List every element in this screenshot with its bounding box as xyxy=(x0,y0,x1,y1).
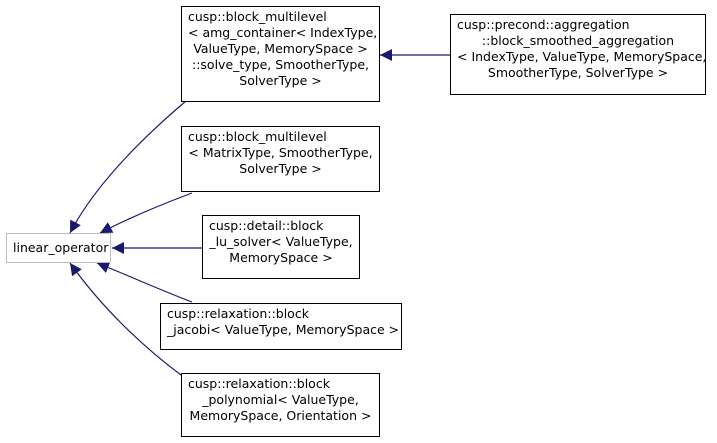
node-label-line: cusp::relaxation::block xyxy=(167,306,309,321)
node-block-multilevel-matrix[interactable]: cusp::block_multilevel< MatrixType, Smoo… xyxy=(181,126,380,192)
node-label-line: _polynomial< ValueType, xyxy=(202,392,359,407)
node-label-line: SolverType > xyxy=(239,161,322,176)
node-label-line: < IndexType, ValueType, MemorySpace, xyxy=(457,49,707,64)
node-label-line: cusp::detail::block xyxy=(209,218,324,233)
node-label-line: MemorySpace > xyxy=(229,250,333,265)
edge-block-multilevel-matrix-to-linear-operator xyxy=(99,192,193,234)
node-label-line: linear_operator xyxy=(13,240,109,255)
node-block-jacobi[interactable]: cusp::relaxation::block_jacobi< ValueTyp… xyxy=(160,303,402,350)
edge-block-polynomial-to-linear-operator xyxy=(69,262,186,379)
node-label-line: cusp::precond::aggregation xyxy=(457,17,630,32)
node-block-polynomial[interactable]: cusp::relaxation::block_polynomial< Valu… xyxy=(181,373,380,437)
edge-block-multilevel-amg-to-linear-operator xyxy=(69,100,187,234)
node-label-line: ::block_smoothed_aggregation xyxy=(481,33,675,48)
node-label-line: < MatrixType, SmootherType, xyxy=(188,145,373,160)
node-label-line: cusp::block_multilevel xyxy=(188,9,327,24)
node-label-line: SolverType > xyxy=(239,73,322,88)
node-linear-operator[interactable]: linear_operator xyxy=(6,233,111,263)
node-label-line: SmootherType, SolverType > xyxy=(487,65,669,80)
node-label-line: cusp::relaxation::block xyxy=(188,376,330,391)
node-block-smoothed-aggregation[interactable]: cusp::precond::aggregation::block_smooth… xyxy=(450,14,706,95)
node-block-lu-solver[interactable]: cusp::detail::block_lu_solver< ValueType… xyxy=(202,215,360,279)
node-label-line: MemorySpace, Orientation > xyxy=(189,408,372,423)
node-label-line: cusp::block_multilevel xyxy=(188,129,327,144)
node-block-multilevel-amg[interactable]: cusp::block_multilevel< amg_container< I… xyxy=(181,6,380,102)
node-label-line: _lu_solver< ValueType, xyxy=(209,234,353,249)
node-label-line: < amg_container< IndexType, xyxy=(188,25,378,40)
edge-block-jacobi-to-linear-operator xyxy=(96,261,193,303)
node-label-line: _jacobi< ValueType, MemorySpace > xyxy=(167,322,400,337)
node-label-line: ::solve_type, SmootherType, xyxy=(191,57,369,72)
node-label-line: ValueType, MemorySpace > xyxy=(193,41,368,56)
